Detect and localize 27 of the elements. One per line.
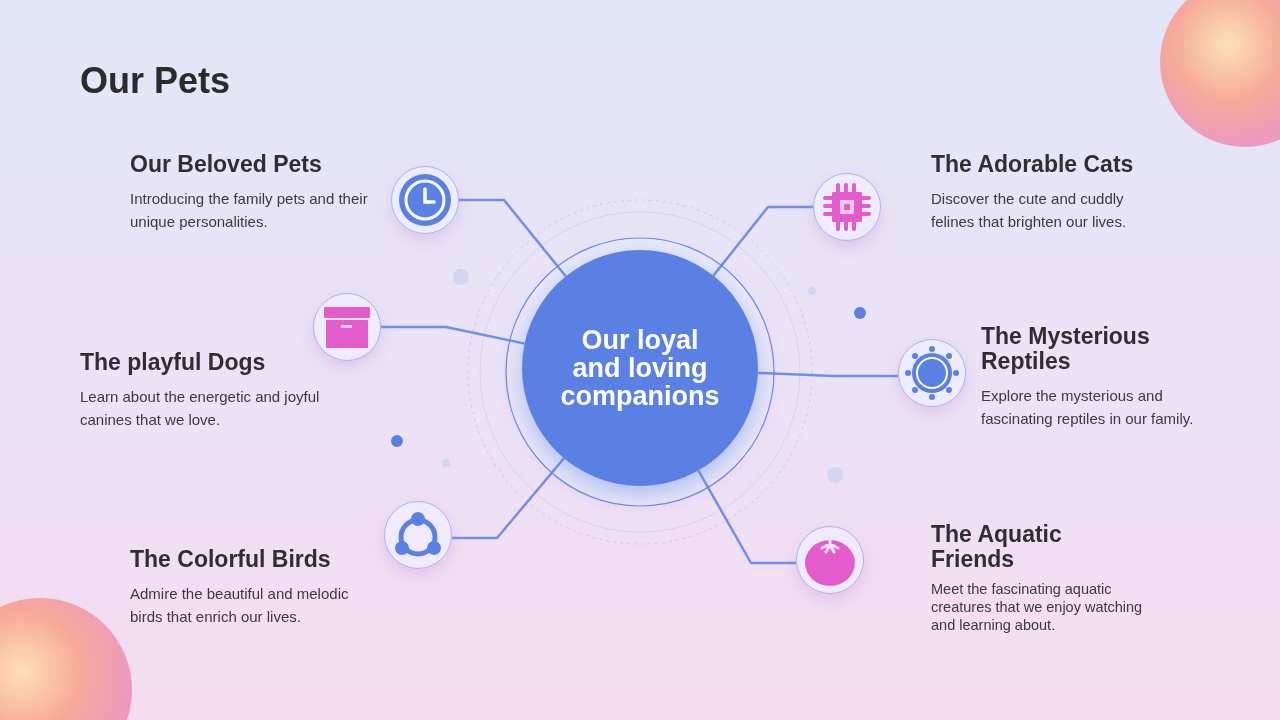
section-heading: The playful Dogs — [80, 350, 267, 375]
connector-line — [381, 325, 525, 345]
center-text: Our loyal and loving companions — [559, 326, 721, 410]
section-description: Meet the fascinating aquatic creatures that we enjoy watching and learning about. — [931, 580, 1144, 634]
section-description: Introducing the family pets and their unique personalities. — [130, 189, 369, 232]
section-description: Explore the mysterious and fascinating reptiles in our family. — [981, 386, 1195, 429]
section-heading: Our Beloved Pets — [130, 152, 323, 177]
connector-line — [757, 371, 898, 378]
connector-line — [459, 198, 567, 278]
section-heading: The Colorful Birds — [130, 547, 332, 572]
connector-line — [697, 469, 796, 565]
icon-circle — [898, 339, 966, 407]
section-description: Learn about the energetic and joyful canines that we love. — [80, 387, 320, 430]
section-heading: The Mysterious Reptiles — [981, 324, 1151, 374]
icon-circle — [813, 173, 881, 241]
connector-line — [712, 205, 813, 277]
icon-circle — [796, 526, 864, 594]
icon-circle — [384, 501, 452, 569]
section-heading: The Adorable Cats — [931, 152, 1135, 177]
slide-title: Our Pets — [80, 60, 231, 102]
icon-circle — [391, 166, 459, 234]
center-circle — [522, 250, 758, 486]
section-description: Discover the cute and cuddly felines that brighten our lives. — [931, 189, 1128, 232]
section-heading: The Aquatic Friends — [931, 522, 1063, 572]
section-description: Admire the beautiful and melodic birds that enrich our lives. — [130, 584, 350, 627]
connector-line — [452, 457, 565, 540]
icon-circle — [313, 293, 381, 361]
